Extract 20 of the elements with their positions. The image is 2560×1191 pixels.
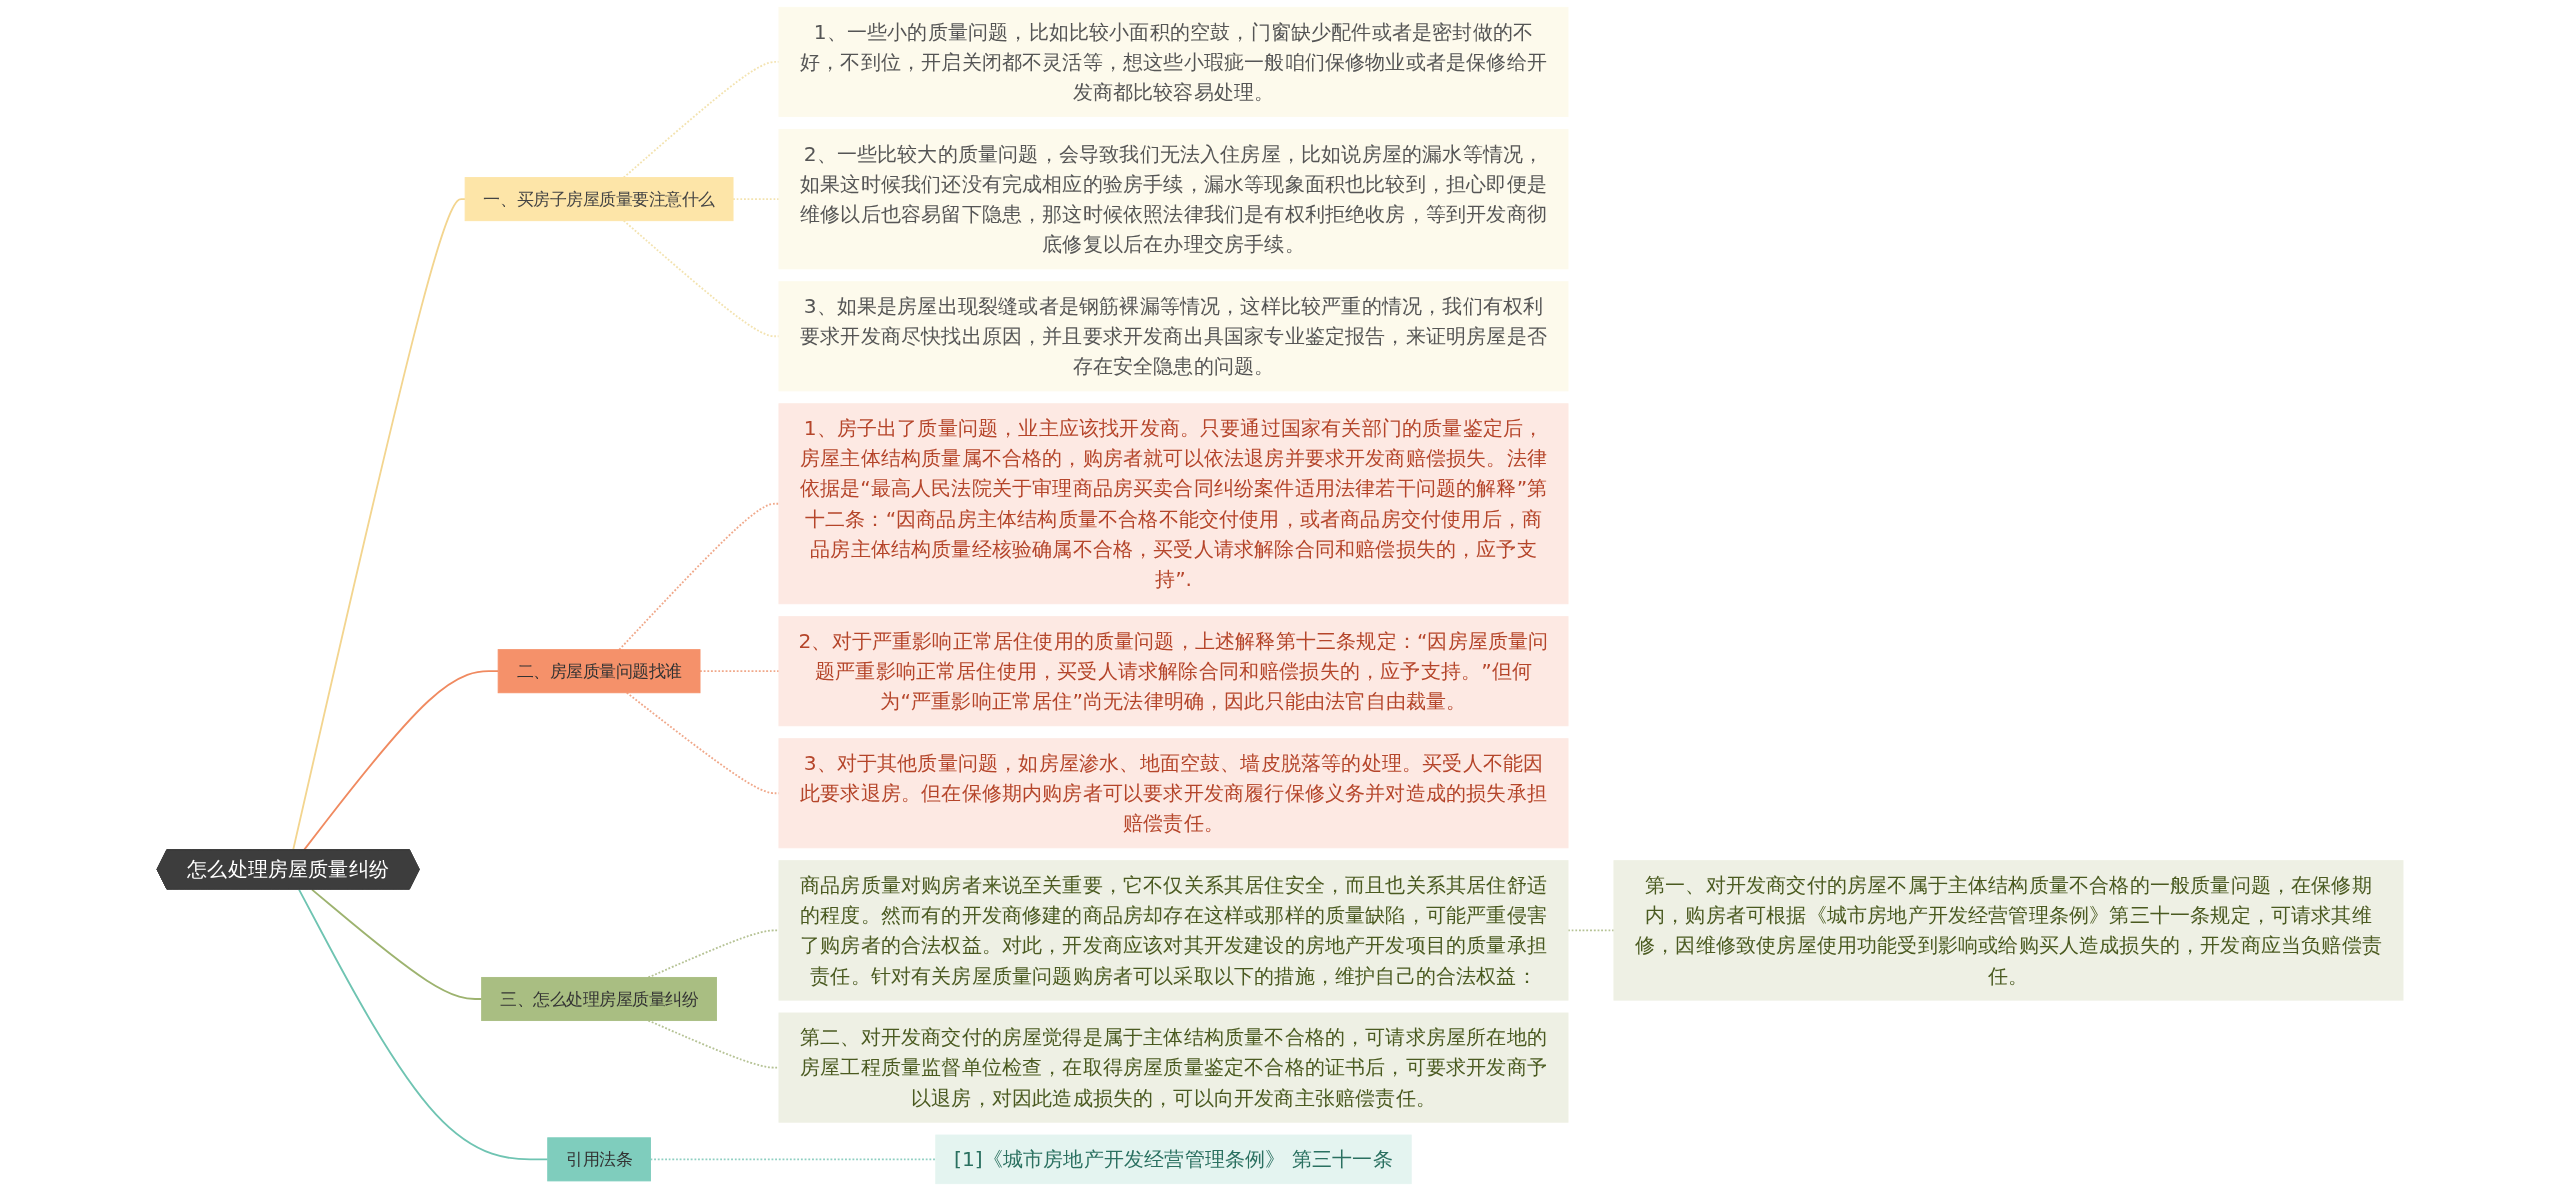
node-box: 3、对于其他质量问题，如房屋渗水、地面空鼓、墙皮脱落等的处理。买受人不能因此要求退房。但在保修期内购房者可以要求开发商履行保修义务并对造成的损失承担赔偿责任。 bbox=[778, 738, 1569, 849]
node-box: 1、一些小的质量问题，比如比较小面积的空鼓，门窗缺少配件或者是密封做的不好，不到位，开启关闭都不灵活等，想这些小瑕疵一般咱们保修物业或者是保修给开发商都比较容易处理。 bbox=[778, 6, 1569, 117]
node-box: 2、对于严重影响正常居住使用的质量问题，上述解释第十三条规定：“因房屋质量问题严重影响正常居住使用，买受人请求解除合同和赔偿损失的，应予支持。”但何为“严重影响正常居住”尚无法律明确，因此只能由法官自由裁量。 bbox=[778, 616, 1569, 727]
node-box: 3、如果是房屋出现裂缝或者是钢筋裸漏等情况，这样比较严重的情况，我们有权利要求开发商尽快找出原因，并且要求开发商出具国家专业鉴定报告，来证明房屋是否存在安全隐患的问题。 bbox=[778, 281, 1569, 392]
node-box: 2、一些比较大的质量问题，会导致我们无法入住房屋，比如说房屋的漏水等情况，如果这时候我们还没有完成相应的验房手续，漏水等现象面积也比较到，担心即便是维修以后也容易留下隐患，那这时候依照法律我们是有权利拒绝收房，等到开发商彻底修复以后在办理交房手续。 bbox=[778, 128, 1569, 270]
connector bbox=[647, 1019, 780, 1069]
connector bbox=[618, 502, 780, 651]
node-box: 一、买房子房屋质量要注意什么 bbox=[464, 177, 734, 222]
node-box: [1]《城市房地产开发经营管理条例》 第三十一条 bbox=[935, 1134, 1412, 1185]
connector bbox=[298, 888, 549, 1161]
connector bbox=[647, 929, 780, 979]
node-box: 三、怎么处理房屋质量纠纷 bbox=[481, 977, 717, 1021]
node-box: 第二、对开发商交付的房屋觉得是属于主体结构质量不合格的，可请求房屋所在地的房屋工程质量监督单位检查，在取得房屋质量鉴定不合格的证书后，可要求开发商予以退房，对因此造成损失的，可以向开发商主张赔偿责任。 bbox=[778, 1012, 1569, 1123]
node-box: 商品房质量对购房者来说至关重要，它不仅关系其居住安全，而且也关系其居住舒适的程度。然而有的开发商修建的商品房却存在这样或那样的质量缺陷，可能严重侵害了购房者的合法权益。对此，开发商应该对其开发建设的房地产开发项目的质量承担责任。针对有关房屋质量问题购房者可以采取以下的措施，维护自己的合法权益： bbox=[778, 860, 1569, 1001]
node-box: 第一、对开发商交付的房屋不属于主体结构质量不合格的一般质量问题，在保修期内，购房者可根据《城市房地产开发经营管理条例》第三十一条规定，可请求其维修，因维修致使房屋使用功能受到影响或给购买人造成损失的，开发商应当负赔偿责任。 bbox=[1613, 860, 2404, 1001]
node-box: 引用法条 bbox=[547, 1137, 651, 1182]
node-box: 二、房屋质量问题找谁 bbox=[497, 649, 701, 694]
connector bbox=[311, 888, 483, 1000]
connector bbox=[649, 1158, 937, 1161]
node-box: 1、房子出了质量问题，业主应该找开发商。只要通过国家有关部门的质量鉴定后，房屋主体结构质量属不合格的，购房者就可以依法退房并要求开发商赔偿损失。法律依据是“最高人民法院关于审理商品房买卖合同纠纷案件适用法律若干问题的解释”第十二条：“因商品房主体结构质量不合格不能交付使用，或者商品房交付使用后，商品房主体结构质量经核验确属不合格，买受人请求解除合同和赔偿损失的，应予支持”. bbox=[778, 403, 1569, 605]
